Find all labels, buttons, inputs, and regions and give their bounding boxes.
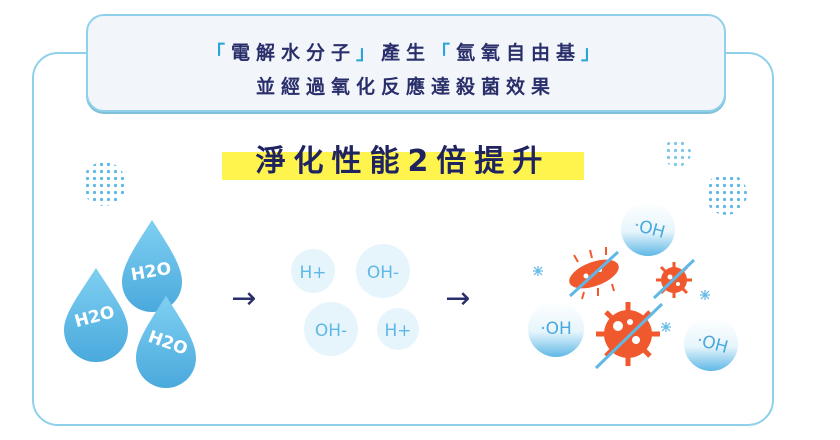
header-text-produce: 產生 [380,42,431,64]
arrow-right-icon: → [445,281,470,316]
water-drop-icon: H2O [64,268,128,362]
headline: 淨化性能2倍提升 [255,144,551,179]
radical-label: ·OH [540,319,572,339]
ion-label: H+ [299,263,326,283]
ion-label: H+ [384,321,411,341]
header-text-electrolysis: 電解水分子 [230,42,356,64]
headline-highlight [222,152,584,180]
hydroxyl-radical-bubble: ·OH [621,202,675,256]
ion-bubble: OH- [304,302,358,356]
bacteria-icon [568,247,620,300]
hydroxyl-radical-bubble: ·OH [684,317,738,371]
sparkle-icon [533,266,543,276]
virus-icon [652,258,696,300]
water-drop-icon: H2O [136,296,196,388]
water-drop-icon: H2O [122,220,182,312]
header-banner: 「電解水分子」產生「氫氧自由基」 並經過氧化反應達殺菌效果 [86,14,726,112]
header-text-radical: 氫氧自由基 [456,42,582,64]
header-line-2: 並經過氧化反應達殺菌效果 [255,76,556,98]
close-quote: 」 [355,42,381,64]
dot-pattern-right [705,173,747,215]
header-line-1: 「電解水分子」產生「氫氧自由基」 [88,38,724,65]
sparkle-icon [661,322,671,332]
ion-bubble: H+ [377,308,419,350]
ion-label: OH- [367,263,399,283]
arrow-right-icon: → [231,281,256,316]
ion-label: OH- [315,321,347,341]
germ-icon [594,302,664,370]
dot-pattern-left [82,162,126,206]
ion-bubble: OH- [356,244,410,298]
sparkle-icon [700,290,710,300]
dot-pattern-top-right [663,139,691,167]
open-quote: 「 [205,42,231,64]
close-quote: 」 [581,42,607,64]
open-quote: 「 [431,42,457,64]
hydroxyl-radical-bubble: ·OH [528,301,584,357]
ion-bubble: H+ [291,249,335,293]
